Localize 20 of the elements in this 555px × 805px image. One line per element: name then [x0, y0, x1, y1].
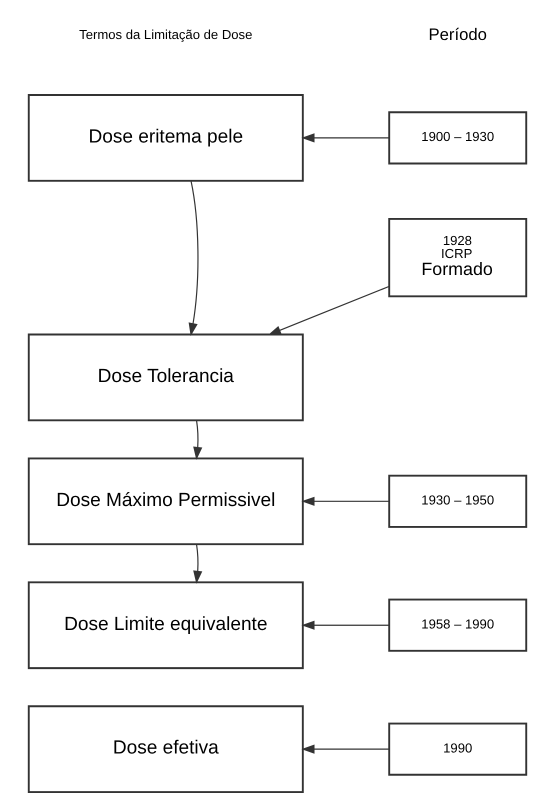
node-box: 1928 ICRP Formado: [388, 217, 528, 297]
node-box: Dose Máximo Permissivel: [28, 456, 304, 545]
label: Período: [428, 24, 487, 44]
node-box: 1900 – 1930: [388, 110, 528, 164]
node-box: Dose Limite equivalente: [28, 580, 304, 669]
node-box: 1958 – 1990: [388, 598, 528, 652]
node-box: Dose eritema pele: [28, 94, 304, 182]
arrow: [193, 420, 202, 460]
arrow: [188, 180, 199, 336]
arrow: [301, 744, 389, 754]
node-box: 1990: [388, 722, 528, 776]
node-box: 1930 – 1950: [388, 474, 528, 528]
arrow: [301, 132, 389, 142]
label: Termos da Limitação de Dose: [79, 26, 252, 42]
node-box: Dose Tolerancia: [28, 333, 304, 421]
arrow: [301, 620, 389, 630]
arrow: [193, 544, 202, 584]
arrow: [301, 496, 389, 506]
node-box: Dose efetiva: [28, 704, 304, 792]
arrow: [268, 285, 390, 335]
